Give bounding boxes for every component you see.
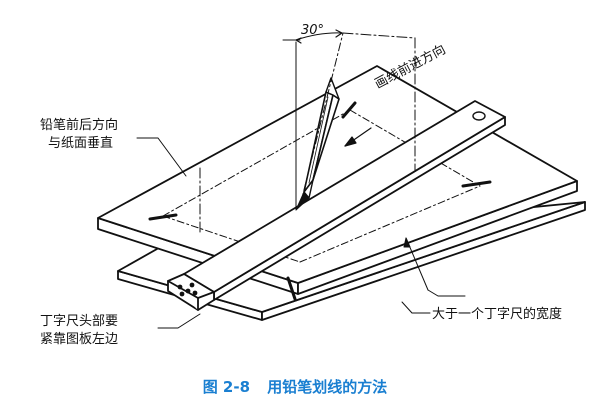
label-pencil-direction-line1: 铅笔前后方向 <box>40 118 119 133</box>
label-ruler-head-line1: 丁字尺头部要 <box>40 314 119 329</box>
head-rivets <box>177 282 198 297</box>
figure-caption: 图 2-8 用铅笔划线的方法 <box>0 376 590 397</box>
guide-lines <box>199 32 416 233</box>
leader-pencil-direction <box>136 137 187 177</box>
angle-construction <box>282 29 344 211</box>
label-ruler-head-line2: 紧靠图板左边 <box>40 332 119 347</box>
t-square-head <box>167 273 215 311</box>
angle-label: 30° <box>301 23 325 38</box>
figure-number: 图 2-8 <box>202 378 251 396</box>
label-pencil-direction-line2: 与纸面垂直 <box>48 136 114 151</box>
hang-hole <box>472 111 486 121</box>
label-wider-than-ruler: 大于一个丁字尺的宽度 <box>432 307 563 322</box>
drawing-direction-arrow <box>344 127 372 147</box>
figure-title: 用铅笔划线的方法 <box>267 378 388 396</box>
leader-ruler-head <box>157 313 201 329</box>
pencil <box>295 77 340 211</box>
t-square <box>167 100 506 311</box>
tick-marks <box>148 101 492 301</box>
width-dimension <box>403 237 466 297</box>
